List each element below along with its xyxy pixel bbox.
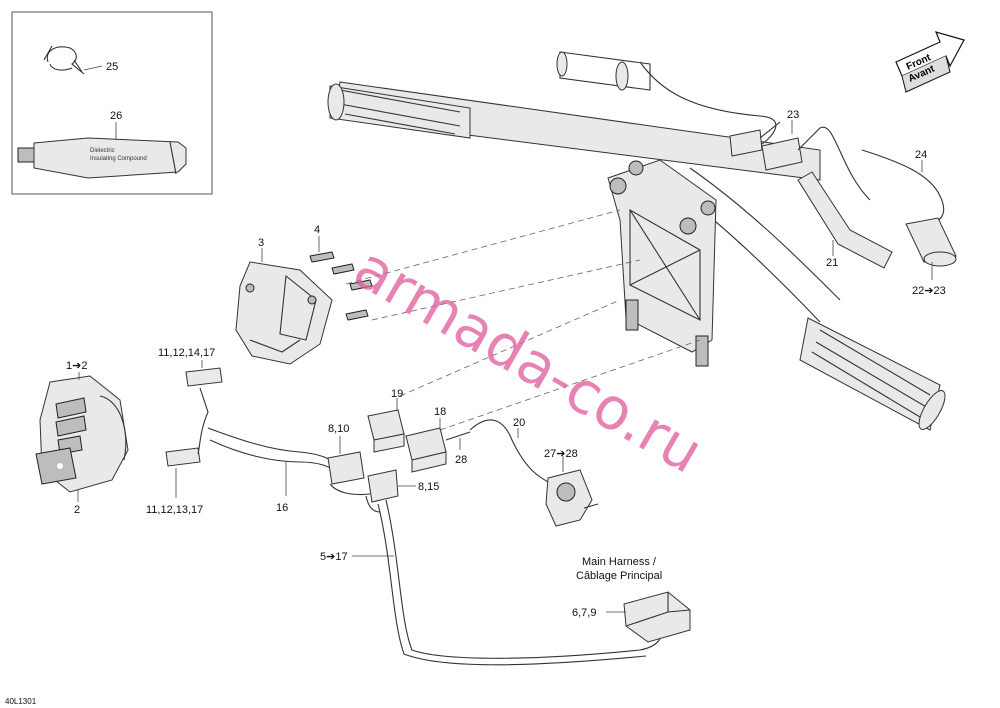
callout-21: 21 [826, 257, 838, 269]
callout-2: 2 [74, 504, 80, 516]
main-harness-line2: Câblage Principal [576, 570, 662, 582]
part-6-7-9-main-connector [623, 591, 691, 643]
callout-16: 16 [276, 502, 288, 514]
callout-24: 24 [915, 149, 927, 161]
callout-22-23: 22➔23 [912, 285, 946, 297]
callout-6-7-9: 6,7,9 [572, 607, 596, 619]
tube-label-line2: Insulating Compound [90, 156, 147, 162]
callout-3: 3 [258, 237, 264, 249]
callout-1-2: 1➔2 [66, 360, 87, 372]
inset-box: 25 Dielectric Insulating Compound 26 [11, 11, 213, 195]
callout-5-17: 5➔17 [320, 551, 348, 563]
callout-26: 26 [110, 110, 122, 122]
callout-8-15: 8,15 [418, 481, 439, 493]
handlebar-riser [607, 159, 717, 367]
main-harness-line1: Main Harness / [582, 556, 657, 568]
callout-8-10: 8,10 [328, 423, 349, 435]
callout-23: 23 [787, 109, 799, 121]
part-4-screws [309, 251, 373, 321]
part-19-connector [367, 409, 405, 453]
callout-18: 18 [434, 406, 446, 418]
handlebar [327, 51, 946, 431]
callout-20: 20 [513, 417, 525, 429]
part-23-connectors [729, 121, 871, 201]
callout-4: 4 [314, 224, 320, 236]
part-27-28-sensor [545, 469, 599, 527]
part-8-15-connector [365, 469, 399, 513]
part-16-harness [165, 367, 341, 475]
callout-28-left: 28 [455, 454, 467, 466]
part-8-10-connector [327, 451, 371, 496]
callout-19: 19 [391, 388, 403, 400]
part-26-tube: Dielectric Insulating Compound [17, 137, 187, 179]
callout-11-12-13-17: 11,12,13,17 [146, 504, 203, 516]
part-1-2-switch-pack [35, 375, 129, 493]
tube-label-line1: Dielectric [90, 148, 115, 154]
part-18-connector [405, 427, 471, 473]
callout-25: 25 [106, 61, 118, 73]
part-25-clip [43, 45, 85, 75]
front-arrow: Front Avant [895, 31, 965, 93]
drawing-code: 40L1301 [5, 697, 37, 706]
callout-27-28: 27➔28 [544, 448, 578, 460]
part-3-housing [235, 261, 333, 365]
callout-11-12-14-17: 11,12,14,17 [158, 347, 215, 359]
